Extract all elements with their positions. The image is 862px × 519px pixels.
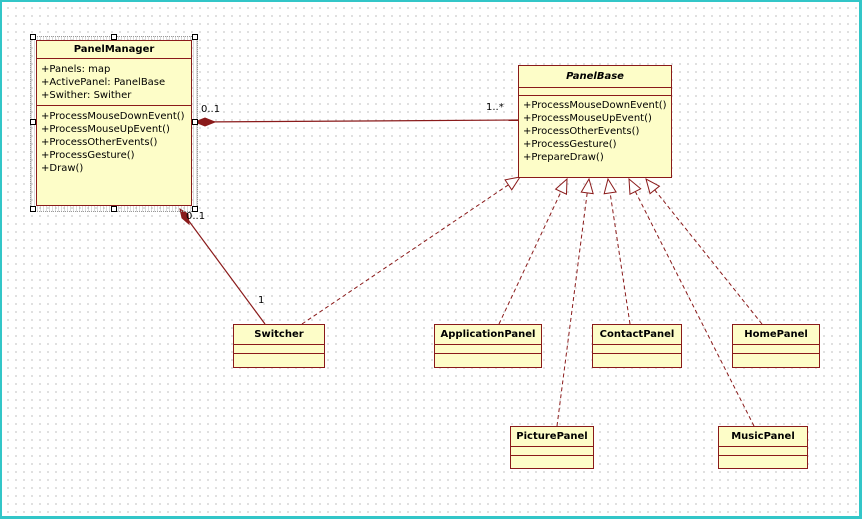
attribute: +ActivePanel: PanelBase — [41, 77, 166, 88]
attributes-compartment: +Panels: map +ActivePanel: PanelBase +Sw… — [37, 59, 191, 106]
operations-compartment — [511, 456, 593, 464]
operations-compartment: +ProcessMouseDownEvent() +ProcessMouseUp… — [519, 96, 671, 166]
attributes-compartment — [719, 447, 807, 456]
multiplicity-label: 1..* — [486, 102, 504, 113]
resize-handle-nw[interactable] — [30, 34, 36, 40]
resize-handle-w[interactable] — [30, 119, 36, 125]
resize-handle-n[interactable] — [111, 34, 117, 40]
class-switcher[interactable]: Switcher — [233, 324, 325, 368]
resize-handle-e[interactable] — [192, 119, 198, 125]
operation: +ProcessMouseUpEvent() — [41, 124, 170, 135]
generalization-switcher[interactable] — [301, 177, 520, 325]
attribute: +Panels: map — [41, 64, 111, 75]
composition-line-switcher[interactable] — [179, 208, 266, 325]
operation: +ProcessMouseDownEvent() — [523, 100, 667, 111]
class-music-panel[interactable]: MusicPanel — [718, 426, 808, 469]
class-name: PanelManager — [37, 41, 191, 59]
operation: +ProcessGesture() — [41, 150, 135, 161]
class-name: PicturePanel — [511, 427, 593, 447]
operation: +PrepareDraw() — [523, 152, 604, 163]
resize-handle-se[interactable] — [192, 206, 198, 212]
generalization-music-panel[interactable] — [629, 179, 755, 427]
resize-handle-ne[interactable] — [192, 34, 198, 40]
class-name: MusicPanel — [719, 427, 807, 447]
generalization-contact-panel[interactable] — [608, 179, 631, 325]
attributes-compartment — [593, 345, 681, 354]
class-home-panel[interactable]: HomePanel — [732, 324, 820, 368]
class-application-panel[interactable]: ApplicationPanel — [434, 324, 542, 368]
operation: +ProcessMouseUpEvent() — [523, 113, 652, 124]
operations-compartment — [435, 354, 541, 362]
attributes-compartment — [234, 345, 324, 354]
operations-compartment — [593, 354, 681, 362]
operations-compartment — [234, 354, 324, 362]
multiplicity-label: 1 — [258, 295, 265, 306]
operations-compartment — [733, 354, 819, 362]
operations-compartment — [719, 456, 807, 464]
class-name: ApplicationPanel — [435, 325, 541, 345]
class-name: Switcher — [234, 325, 324, 345]
class-name: PanelBase — [519, 66, 671, 88]
generalization-home-panel[interactable] — [646, 179, 763, 325]
class-name: HomePanel — [733, 325, 819, 345]
resize-handle-sw[interactable] — [30, 206, 36, 212]
class-picture-panel[interactable]: PicturePanel — [510, 426, 594, 469]
attributes-compartment — [733, 345, 819, 354]
operation: +ProcessMouseDownEvent() — [41, 111, 185, 122]
composition-diamond-switcher — [179, 207, 190, 226]
operation: +ProcessOtherEvents() — [41, 137, 158, 148]
operation: +Draw() — [41, 163, 84, 174]
operation: +ProcessOtherEvents() — [523, 126, 640, 137]
class-name: ContactPanel — [593, 325, 681, 345]
composition-line-panels[interactable] — [194, 119, 519, 123]
class-panel-base[interactable]: PanelBase +ProcessMouseDownEvent() +Proc… — [518, 65, 672, 178]
operations-compartment: +ProcessMouseDownEvent() +ProcessMouseUp… — [37, 106, 191, 177]
composition-diamond-panels — [193, 117, 217, 127]
resize-handle-s[interactable] — [111, 206, 117, 212]
multiplicity-label: 0..1 — [201, 104, 221, 115]
multiplicity-label: 0..1 — [186, 211, 206, 222]
generalization-picture-panel[interactable] — [556, 179, 589, 427]
attribute: +Swither: Swither — [41, 90, 132, 101]
class-contact-panel[interactable]: ContactPanel — [592, 324, 682, 368]
attributes-compartment — [511, 447, 593, 456]
class-panel-manager[interactable]: PanelManager +Panels: map +ActivePanel: … — [36, 40, 192, 206]
attributes-compartment — [519, 88, 671, 96]
operation: +ProcessGesture() — [523, 139, 617, 150]
generalization-application-panel[interactable] — [498, 179, 567, 325]
attributes-compartment — [435, 345, 541, 354]
